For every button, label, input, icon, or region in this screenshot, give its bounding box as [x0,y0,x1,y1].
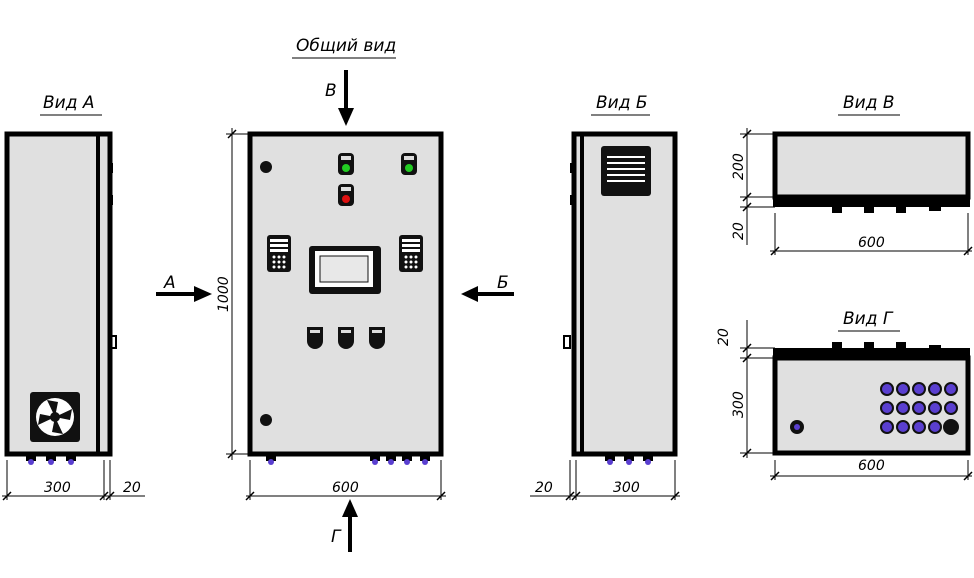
door-lock-top [260,161,272,173]
red-lamp [338,184,354,206]
dim-b-offset: 20 [535,480,553,496]
view-a: Вид А 300 20 [2,93,145,501]
cable-gland-grid [790,382,959,435]
general-view: Общий вид В А Б Г [156,36,514,552]
dim-b-depth: 300 [613,480,640,496]
dim-g-offset: 20 [716,328,732,346]
fan-grille-icon [30,392,80,442]
dim-front-height: 1000 [216,276,232,312]
cabinet-side-a [4,131,113,457]
selector-switch-3 [369,327,385,349]
view-v-title: Вид В [843,93,895,113]
view-b: Вид Б 20 300 [530,93,680,501]
cable-glands-front [266,454,430,465]
dim-g-height: 300 [731,391,747,418]
arrow-label-a: А [163,273,176,293]
hmi-display-icon [309,246,381,294]
view-v: Вид В 200 20 600 [731,93,973,256]
dim-v-offset: 20 [731,222,747,240]
selector-switch-1 [307,327,323,349]
vent-grille-icon [601,146,651,196]
keypad-icon-left [267,235,291,272]
cable-glands-b [605,454,653,465]
arrow-label-g: Г [331,527,342,547]
view-b-title: Вид Б [596,93,648,113]
view-g-title: Вид Г [843,309,894,329]
green-lamp-left [338,153,354,175]
view-a-title: Вид А [43,93,95,113]
green-lamp-right [401,153,417,175]
arrow-label-b: Б [497,273,509,293]
keypad-icon-right [399,235,423,272]
dim-a-depth: 300 [44,480,71,496]
dim-v-width: 600 [858,235,885,251]
cable-glands-a [26,454,76,465]
general-view-title: Общий вид [296,36,396,56]
dim-g-width: 600 [858,458,885,474]
door-lock-bottom [260,414,272,426]
bottom-bumps [832,342,941,349]
dim-v-height: 200 [731,153,747,180]
arrow-label-v: В [325,81,337,101]
dim-a-offset: 20 [123,480,141,496]
top-bumps [832,207,941,213]
view-g: Вид Г [716,309,973,481]
dim-front-width: 600 [332,480,359,496]
selector-switch-2 [338,327,354,349]
cabinet-top [772,131,971,200]
